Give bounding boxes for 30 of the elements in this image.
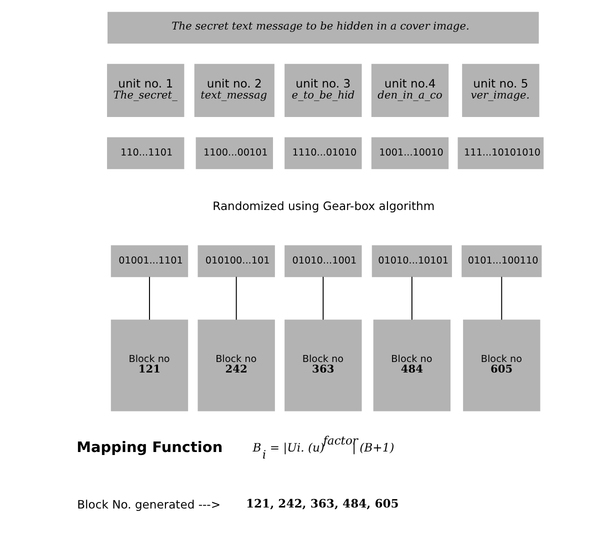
node-box: unit no. 2 text_messag	[194, 64, 274, 117]
node-box: 110...1101	[107, 137, 184, 170]
connector	[322, 276, 324, 320]
node-box: 1001...10010	[371, 137, 449, 170]
node-box: 0101...100110	[462, 245, 542, 278]
label: Randomized using Gear-box algorithm	[212, 199, 435, 214]
node-box: unit no. 5 ver_image.	[462, 64, 540, 117]
node-box: unit no.4 den_in_a_co	[371, 64, 449, 117]
node-box: 1100...00101	[196, 137, 273, 170]
label: Block No. generated --->	[77, 497, 221, 512]
connector	[149, 276, 150, 320]
node-box: 010100...101	[198, 245, 275, 278]
node-box: 01010...10101	[372, 245, 452, 278]
node-box: 1110...01010	[284, 137, 362, 170]
label: Mapping Function	[76, 440, 223, 456]
connector	[501, 276, 502, 320]
node-box: 111...10101010	[458, 137, 544, 170]
label: 121, 242, 363, 484, 605	[246, 496, 399, 510]
node-box: 01010...1001	[284, 245, 362, 278]
node-box: The secret text message to be hidden in a cover image.	[108, 12, 539, 44]
node-box: 01001...1101	[110, 245, 188, 278]
node-box: Block no 121	[110, 320, 188, 412]
node-box: Block no 605	[463, 320, 540, 412]
connector	[411, 276, 412, 320]
node-box: Block no 363	[284, 320, 362, 412]
node-box: Block no 484	[373, 320, 451, 412]
node-box: unit no. 3 e_to_be_hid	[284, 64, 362, 117]
connector	[236, 276, 237, 320]
node-box: unit no. 1 The_secret_	[107, 64, 184, 117]
node-box: Block no 242	[198, 320, 275, 412]
